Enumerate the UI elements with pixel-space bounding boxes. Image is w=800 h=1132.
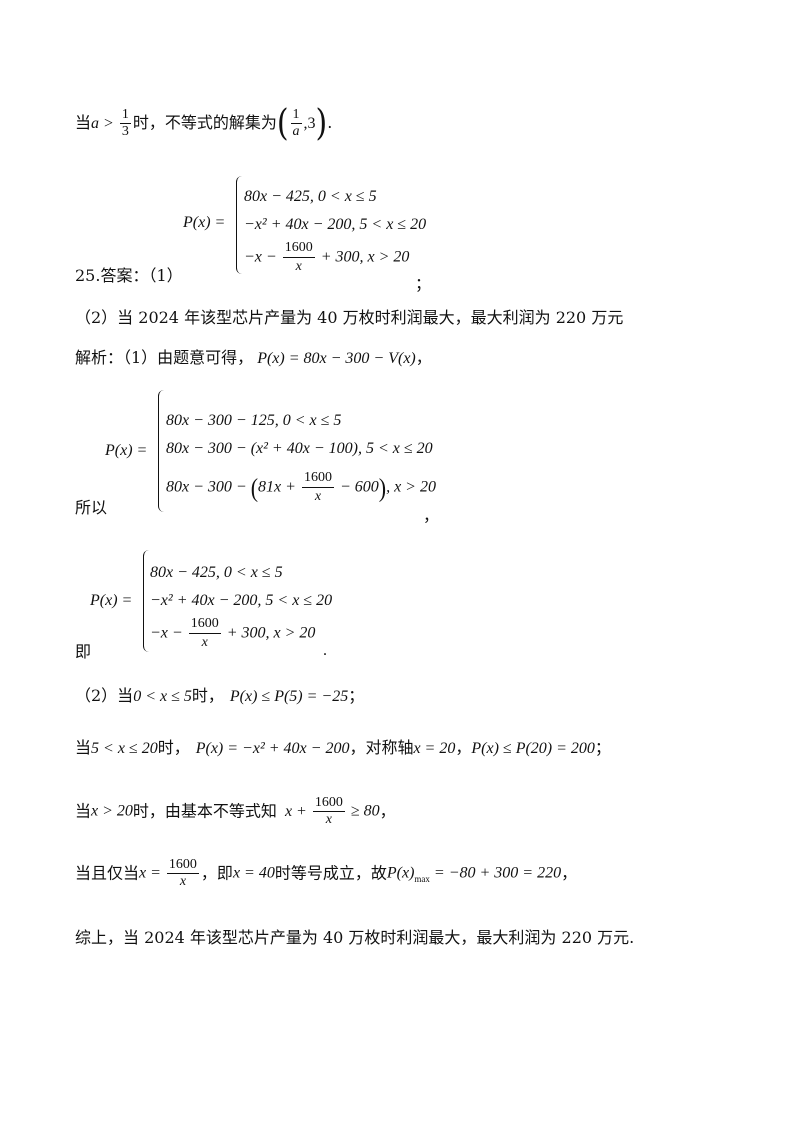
case-2: −x² + 40x − 200, 5 < x ≤ 20 bbox=[150, 592, 333, 609]
pmax: P(x) bbox=[386, 864, 415, 882]
text: ， bbox=[455, 738, 472, 757]
semicolon: ； bbox=[415, 276, 432, 293]
case-3: 80x − 300 − (81x + 1600 x − 600), x > 20 bbox=[166, 470, 436, 505]
text: −x − bbox=[244, 248, 281, 266]
fraction: 1600 x bbox=[188, 616, 221, 651]
text: + 300, x > 20 bbox=[222, 624, 316, 642]
axis-formula: x = 20 bbox=[413, 740, 456, 757]
case-3: −x − 1600 x + 300, x > 20 bbox=[244, 240, 409, 275]
case-2: −x² + 40x − 200, 5 < x ≤ 20 bbox=[244, 216, 427, 233]
step-1: （2）当0 < x ≤ 5时， P(x) ≤ P(5) = −25； bbox=[75, 688, 364, 705]
denominator: 3 bbox=[119, 123, 131, 139]
expression: x + bbox=[284, 802, 311, 820]
comma: ， bbox=[379, 801, 396, 821]
system-lhs: P(x) = bbox=[183, 214, 226, 231]
text: 当 bbox=[75, 113, 92, 132]
set-tail: ,3 bbox=[303, 115, 316, 132]
conclusion: 综上，当 2024 年该型芯片产量为 40 万枚时利润最大，最大利润为 220 … bbox=[75, 928, 635, 947]
right-paren: ) bbox=[378, 471, 387, 502]
max-subscript: max bbox=[414, 874, 430, 885]
ie-label: 即 bbox=[75, 642, 92, 661]
brace bbox=[143, 550, 150, 652]
text: 当 bbox=[75, 801, 92, 821]
left-paren: ( bbox=[250, 471, 259, 502]
formula: P(x) = −x² + 40x − 200 bbox=[195, 740, 350, 757]
text: , x > 20 bbox=[386, 478, 436, 496]
answer-label: 25.答案：（1） bbox=[75, 266, 183, 285]
text: 时， bbox=[157, 738, 190, 757]
formula: P(x) ≤ P(20) = 200 bbox=[471, 740, 595, 757]
system-lhs: P(x) = bbox=[105, 442, 148, 459]
semicolon: ； bbox=[348, 686, 365, 705]
formula: P(x) ≤ P(5) = −25 bbox=[229, 688, 349, 705]
numerator: 1600 bbox=[303, 470, 332, 485]
denominator: x bbox=[312, 811, 345, 827]
right-paren: ) bbox=[315, 101, 328, 144]
text: 时等号成立，故 bbox=[274, 863, 387, 883]
so-label: 所以 bbox=[75, 498, 108, 517]
numerator: 1 bbox=[121, 107, 129, 122]
numerator: 1600 bbox=[284, 240, 313, 255]
text: 时，不等式的解集为 bbox=[132, 113, 277, 132]
fraction: 1600 x bbox=[282, 240, 315, 275]
comma: ， bbox=[561, 863, 578, 883]
case-1: 80x − 425, 0 < x ≤ 5 bbox=[244, 188, 377, 205]
numerator: 1 bbox=[292, 107, 300, 122]
condition: x > 20 bbox=[91, 802, 133, 820]
condition: 5 < x ≤ 20 bbox=[91, 740, 158, 757]
case-1: 80x − 300 − 125, 0 < x ≤ 5 bbox=[166, 412, 342, 429]
case-1: 80x − 425, 0 < x ≤ 5 bbox=[150, 564, 283, 581]
expression: x = bbox=[139, 864, 165, 882]
text: 时，由基本不等式知 bbox=[132, 801, 277, 821]
brace bbox=[158, 390, 165, 512]
fraction: 1600 x bbox=[301, 470, 334, 505]
semicolon: ； bbox=[594, 738, 611, 757]
period: . bbox=[323, 642, 327, 659]
denominator: a bbox=[290, 123, 302, 139]
condition: 0 < x ≤ 5 bbox=[133, 688, 192, 705]
comma: ， bbox=[415, 348, 432, 367]
left-paren: ( bbox=[276, 101, 289, 144]
comma: ， bbox=[423, 508, 440, 525]
case-3: −x − 1600 x + 300, x > 20 bbox=[150, 616, 315, 651]
numerator: 1600 bbox=[168, 857, 197, 872]
denominator: x bbox=[188, 633, 221, 651]
denominator: x bbox=[282, 257, 315, 275]
system-lhs: P(x) = bbox=[90, 592, 133, 609]
numerator: 1600 bbox=[190, 616, 219, 631]
brace bbox=[236, 176, 243, 274]
expression: = −80 + 300 = 220 bbox=[429, 864, 562, 882]
analysis-label: 解析：（1）由题意可得， bbox=[75, 348, 254, 367]
text: 当且仅当 bbox=[75, 863, 140, 883]
analysis-line: 解析：（1）由题意可得，P(x) = 80x − 300 − V(x)， bbox=[75, 350, 432, 367]
period: . bbox=[327, 113, 333, 132]
value: x = 40 bbox=[232, 864, 275, 882]
text: ，对称轴 bbox=[349, 738, 414, 757]
denominator: x bbox=[301, 487, 334, 505]
denominator: x bbox=[166, 873, 199, 889]
step-2: 当5 < x ≤ 20时， P(x) = −x² + 40x − 200，对称轴x… bbox=[75, 740, 611, 757]
text: 81x + bbox=[258, 478, 300, 496]
condition: a > bbox=[91, 115, 118, 132]
text: （2）当 bbox=[75, 686, 134, 705]
text: 时， bbox=[191, 686, 224, 705]
formula: P(x) = 80x − 300 − V(x) bbox=[257, 350, 416, 367]
text: −x − bbox=[150, 624, 187, 642]
text: − 600 bbox=[335, 478, 379, 496]
text: 当 bbox=[75, 738, 92, 757]
text: 80x − 300 − bbox=[166, 478, 251, 496]
expression: ≥ 80 bbox=[346, 802, 380, 820]
part2-answer: （2）当 2024 年该型芯片产量为 40 万枚时利润最大，最大利润为 220 … bbox=[75, 308, 624, 327]
case-2: 80x − 300 − (x² + 40x − 100), 5 < x ≤ 20 bbox=[166, 440, 433, 457]
text: + 300, x > 20 bbox=[316, 248, 410, 266]
numerator: 1600 bbox=[314, 795, 343, 810]
text: ，即 bbox=[200, 863, 233, 883]
